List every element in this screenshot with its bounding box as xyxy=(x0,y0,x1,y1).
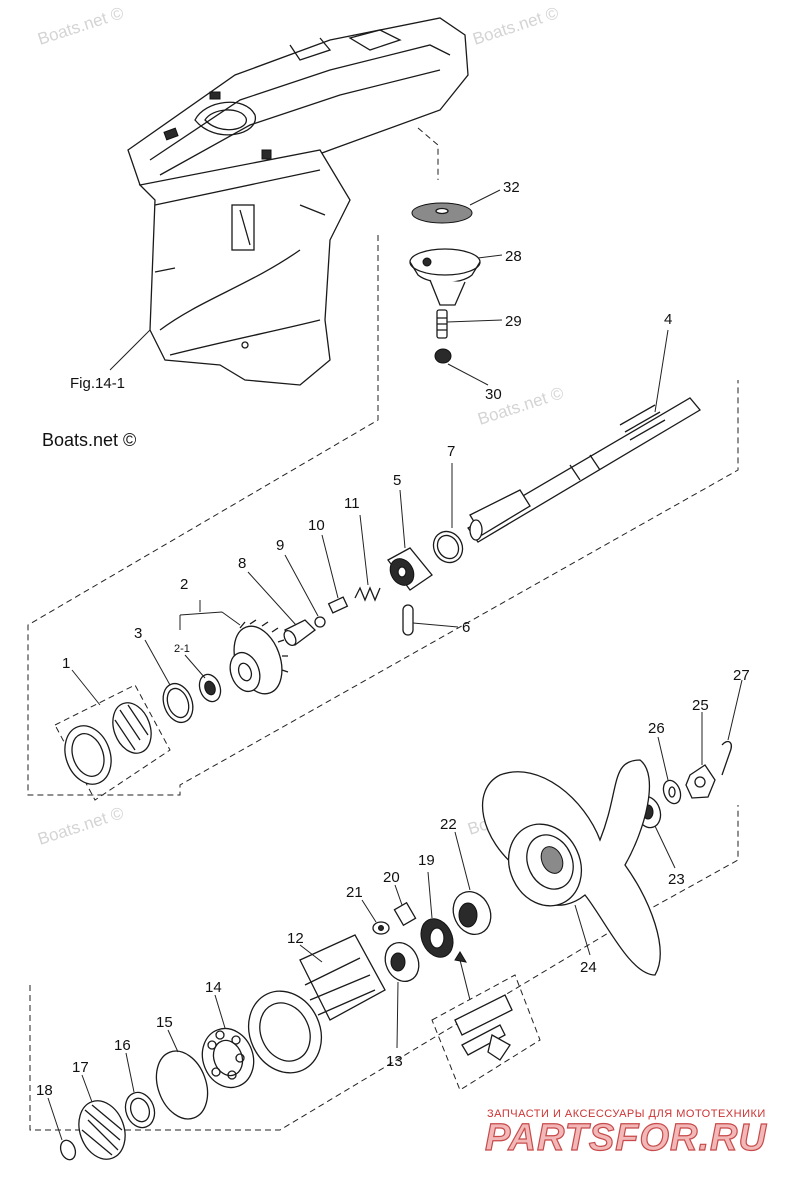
part-17-reverse-gear xyxy=(78,1074,126,1160)
callout-28: 28 xyxy=(505,248,522,265)
lower-assembly-frame xyxy=(29,805,739,1131)
callout-11: 11 xyxy=(344,495,360,512)
callout-14: 14 xyxy=(205,979,222,996)
callout-13: 13 xyxy=(386,1053,403,1070)
figure-leader xyxy=(109,329,151,371)
callout-32: 32 xyxy=(503,179,520,196)
callout-24: 24 xyxy=(580,959,597,976)
part-16-shim xyxy=(124,1052,156,1129)
cap-reference-line xyxy=(417,127,439,180)
shop-brand: PARTSFOR.RU xyxy=(485,1117,767,1159)
boats-net-watermark: Boats.net © xyxy=(42,430,136,450)
callout-6: 6 xyxy=(462,619,470,636)
part-19-needle-bearing xyxy=(420,871,454,958)
part-30-nut xyxy=(434,348,489,386)
part-7-ring xyxy=(432,463,464,564)
part-14-ball-bearing xyxy=(201,994,255,1089)
callout-29: 29 xyxy=(505,313,522,330)
part-21-washer xyxy=(361,899,390,935)
callout-10: 10 xyxy=(308,517,325,534)
callout-5: 5 xyxy=(393,472,401,489)
callout-1: 1 xyxy=(62,655,70,672)
part-18-shim xyxy=(47,1097,77,1161)
part-9-ball xyxy=(284,554,326,628)
part-11-spring xyxy=(354,514,381,602)
part-10-plunger xyxy=(321,534,349,614)
part-27-cotter-pin xyxy=(721,679,743,776)
callout-9: 9 xyxy=(276,537,284,554)
part-4-propeller-shaft xyxy=(467,329,701,543)
part-20-bolt xyxy=(393,884,417,927)
callout-16: 16 xyxy=(114,1037,131,1054)
shop-tagline: ЗАПЧАСТИ И АКСЕССУАРЫ ДЛЯ МОТОТЕХНИКИ xyxy=(487,1108,766,1120)
part-6-pin xyxy=(402,604,459,636)
part-29-stud xyxy=(436,309,503,339)
part-12-bearing-housing xyxy=(248,934,386,1074)
watermark: Boats.net © xyxy=(35,3,126,49)
callout-8: 8 xyxy=(238,555,246,572)
watermark: Boats.net © xyxy=(35,803,126,849)
part-15-o-ring xyxy=(155,1029,209,1120)
callout-26: 26 xyxy=(648,720,665,737)
callout-17: 17 xyxy=(72,1059,89,1076)
callout-23: 23 xyxy=(668,871,685,888)
callout-12: 12 xyxy=(287,930,304,947)
callout-30: 30 xyxy=(485,386,502,403)
shop-logo: ЗАПЧАСТИ И АКСЕССУАРЫ ДЛЯ МОТОТЕХНИКИ PA… xyxy=(484,1108,767,1160)
part-22-thrust-washer xyxy=(452,831,492,935)
gear-case-housing xyxy=(127,17,469,386)
callout-2-1: 2-1 xyxy=(174,643,190,655)
callout-4: 4 xyxy=(664,311,672,328)
callout-2: 2 xyxy=(180,576,188,593)
part-5-clutch xyxy=(387,489,433,591)
part-2-1-bearing xyxy=(184,654,222,703)
callout-7: 7 xyxy=(447,443,455,460)
part-28-cap xyxy=(409,248,503,306)
callout-18: 18 xyxy=(36,1082,53,1099)
part-25-nut xyxy=(685,712,716,799)
callout-21: 21 xyxy=(346,884,363,901)
part-2-forward-gear xyxy=(179,600,289,695)
callout-27: 27 xyxy=(733,667,750,684)
inset-tool-detail xyxy=(431,951,541,1091)
part-24-propeller xyxy=(481,759,661,976)
part-8-slider xyxy=(247,571,316,647)
callout-20: 20 xyxy=(383,869,400,886)
callout-labels: 32 28 29 30 4 7 5 11 10 9 8 6 2 2-1 3 1 … xyxy=(36,179,750,1099)
part-32-washer xyxy=(411,189,501,224)
part-26-washer xyxy=(657,736,682,805)
figure-label: Fig.14-1 xyxy=(70,375,125,392)
part-13-seal xyxy=(384,942,420,1049)
callout-25: 25 xyxy=(692,697,709,714)
callout-3: 3 xyxy=(134,625,142,642)
callout-15: 15 xyxy=(156,1014,173,1031)
upper-assembly-frame xyxy=(27,235,739,796)
watermark: Boats.net © xyxy=(470,3,561,49)
part-3-shim xyxy=(144,639,194,724)
callout-22: 22 xyxy=(440,816,457,833)
part-1-taper-bearing xyxy=(54,669,171,801)
callout-19: 19 xyxy=(418,852,435,869)
